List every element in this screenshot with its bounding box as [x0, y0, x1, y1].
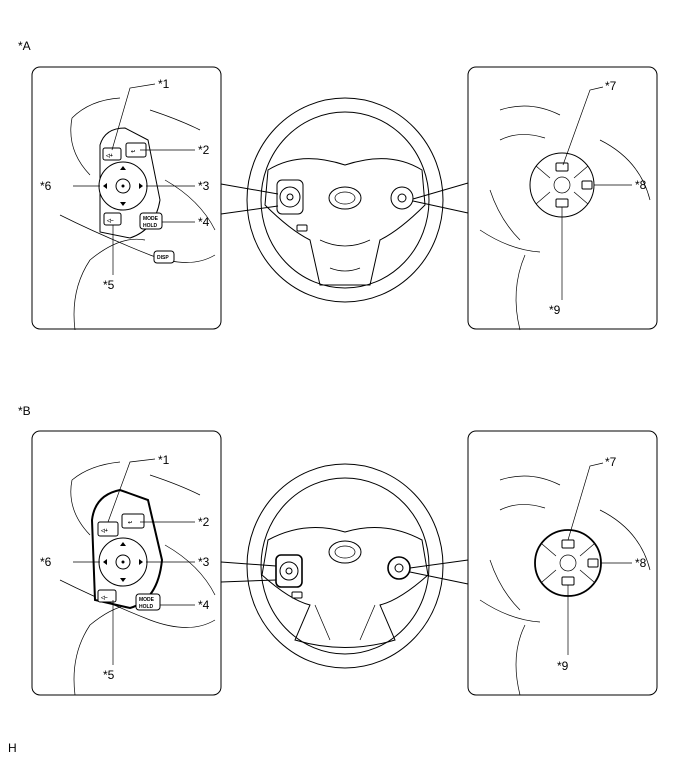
callout-a-1: *1 — [158, 77, 170, 91]
volume-down-button-a — [103, 212, 122, 226]
hold-text-b: HOLD — [139, 604, 154, 610]
callout-b-5: *5 — [103, 668, 115, 682]
up-arrow-icon — [120, 166, 126, 170]
mode-text-b: MODE — [139, 597, 155, 603]
right-arrow-icon — [139, 183, 143, 189]
left-switch-detail-b: ◁+ ↩ ◁− MODE HOLD *1 *2 *3 *4 *5 *6 — [31, 430, 222, 696]
hold-text-a: HOLD — [143, 223, 158, 229]
left-switch-detail-a: ◁+ ↩ ◁− MODE HOLD DISP *1 *2 *3 *4 *5 — [31, 66, 222, 331]
svg-text:◁+: ◁+ — [100, 528, 108, 534]
section-b: ◁+ ↩ ◁− MODE HOLD *1 *2 *3 *4 *5 *6 — [31, 430, 658, 696]
right-switch-detail-b: *7 *8 *9 — [467, 430, 658, 696]
figure-code: H — [8, 741, 17, 755]
disp-button-a — [153, 250, 175, 264]
callout-b-1: *1 — [158, 453, 170, 467]
telephone-on-hook-icon — [555, 162, 569, 172]
mode-hold-button-b — [135, 593, 161, 611]
callout-a-7: *7 — [605, 79, 617, 93]
volume-down-icon: ◁− — [106, 218, 114, 224]
mode-text-a: MODE — [143, 216, 159, 222]
callout-a-8: *8 — [635, 178, 647, 192]
callout-b-7: *7 — [605, 455, 617, 469]
callout-a-4: *4 — [198, 215, 210, 229]
callout-b-4: *4 — [198, 598, 210, 612]
callout-b-8: *8 — [635, 556, 647, 570]
callout-a-5: *5 — [103, 278, 115, 292]
svg-text:◁−: ◁− — [100, 595, 108, 601]
left-arrow-icon — [103, 183, 107, 189]
callout-a-9: *9 — [549, 303, 561, 317]
section-a: ◁+ ↩ ◁− MODE HOLD DISP *1 *2 *3 *4 *5 — [31, 66, 658, 331]
callout-b-6: *6 — [40, 555, 52, 569]
logo-b — [328, 540, 362, 564]
callout-b-9: *9 — [557, 659, 569, 673]
callout-a-3: *3 — [198, 179, 210, 193]
callout-b-3: *3 — [198, 555, 210, 569]
down-arrow-icon — [120, 202, 126, 206]
telephone-off-hook-icon — [555, 198, 569, 208]
mode-hold-button-a — [139, 212, 163, 230]
back-icon: ↩ — [131, 149, 136, 155]
section-label-a: *A — [18, 39, 31, 53]
volume-up-button-a — [102, 147, 122, 161]
steering-wheel-a — [220, 97, 469, 303]
disp-text-a: DISP — [157, 255, 169, 261]
right-switch-detail-a: *7 *8 *9 — [467, 66, 658, 331]
section-label-b: *B — [18, 404, 31, 418]
volume-down-button-b — [97, 589, 117, 603]
volume-up-icon: ◁+ — [105, 153, 113, 159]
back-button-b — [121, 513, 145, 529]
callout-a-6: *6 — [40, 179, 52, 193]
callout-a-2: *2 — [198, 143, 210, 157]
svg-text:↩: ↩ — [128, 520, 133, 526]
steering-wheel-b — [220, 463, 469, 669]
logo-a — [328, 186, 362, 210]
callout-b-2: *2 — [198, 515, 210, 529]
talk-switch-icon — [581, 180, 593, 190]
